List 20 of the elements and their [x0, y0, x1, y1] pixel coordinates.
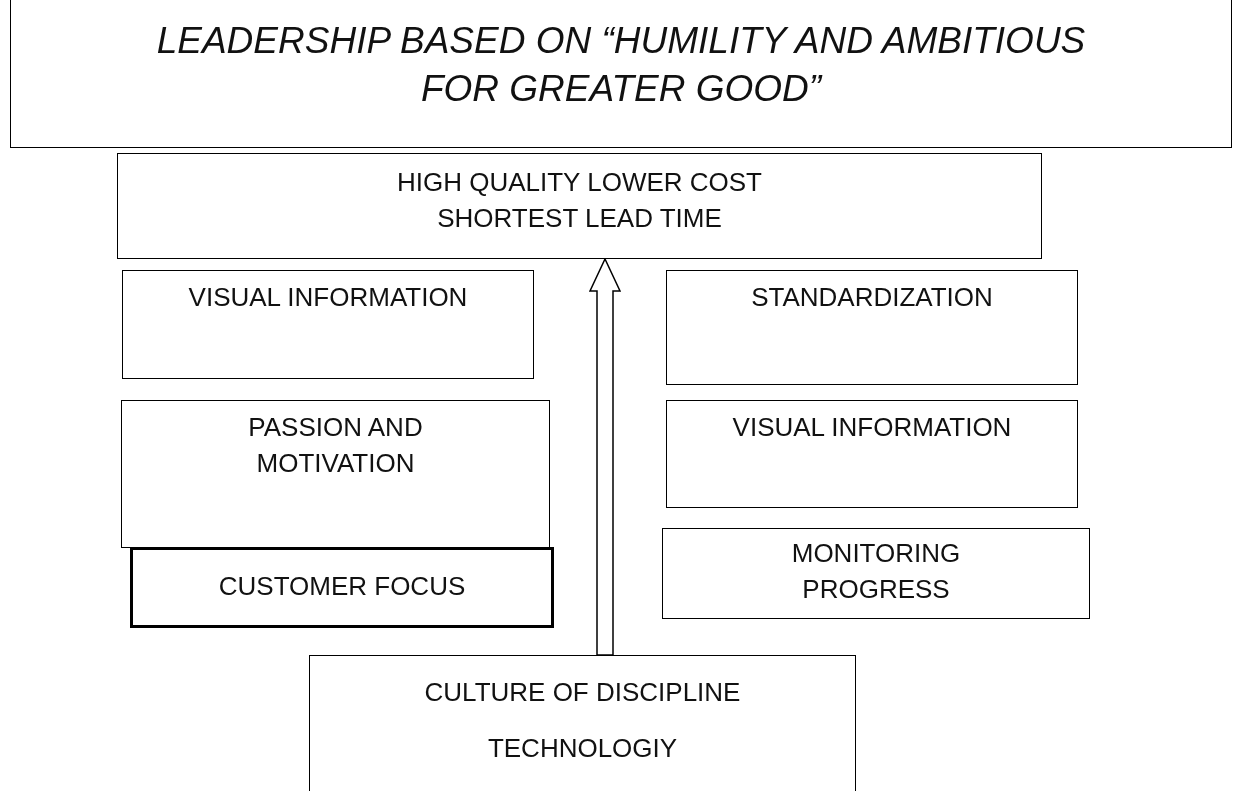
box-label: TECHNOLOGIY [486, 732, 679, 766]
text-box [130, 547, 554, 628]
text-box [121, 400, 550, 548]
text-box [122, 270, 534, 379]
title-box [10, 0, 1232, 148]
text-box [666, 270, 1078, 385]
box-label: PASSION AND MOTIVATION [247, 411, 424, 481]
text-box [662, 528, 1090, 619]
box-label: CUSTOMER FOCUS [217, 570, 467, 603]
text-box [117, 153, 1042, 259]
title-text: LEADERSHIP BASED ON “HUMILITY AND AMBITIOUS FOR GREATER GOOD” [155, 19, 1087, 112]
box-label: STANDARDIZATION [750, 281, 994, 314]
text-box [309, 655, 856, 791]
hollow-arrow [588, 257, 622, 656]
box-label: VISUAL INFORMATION [187, 281, 469, 314]
box-label: HIGH QUALITY LOWER COST SHORTEST LEAD TIME [396, 166, 763, 236]
text-box [666, 400, 1078, 508]
box-label: CULTURE OF DISCIPLINE [423, 676, 742, 709]
box-label: MONITORING PROGRESS [790, 537, 962, 607]
box-label: VISUAL INFORMATION [731, 411, 1013, 444]
